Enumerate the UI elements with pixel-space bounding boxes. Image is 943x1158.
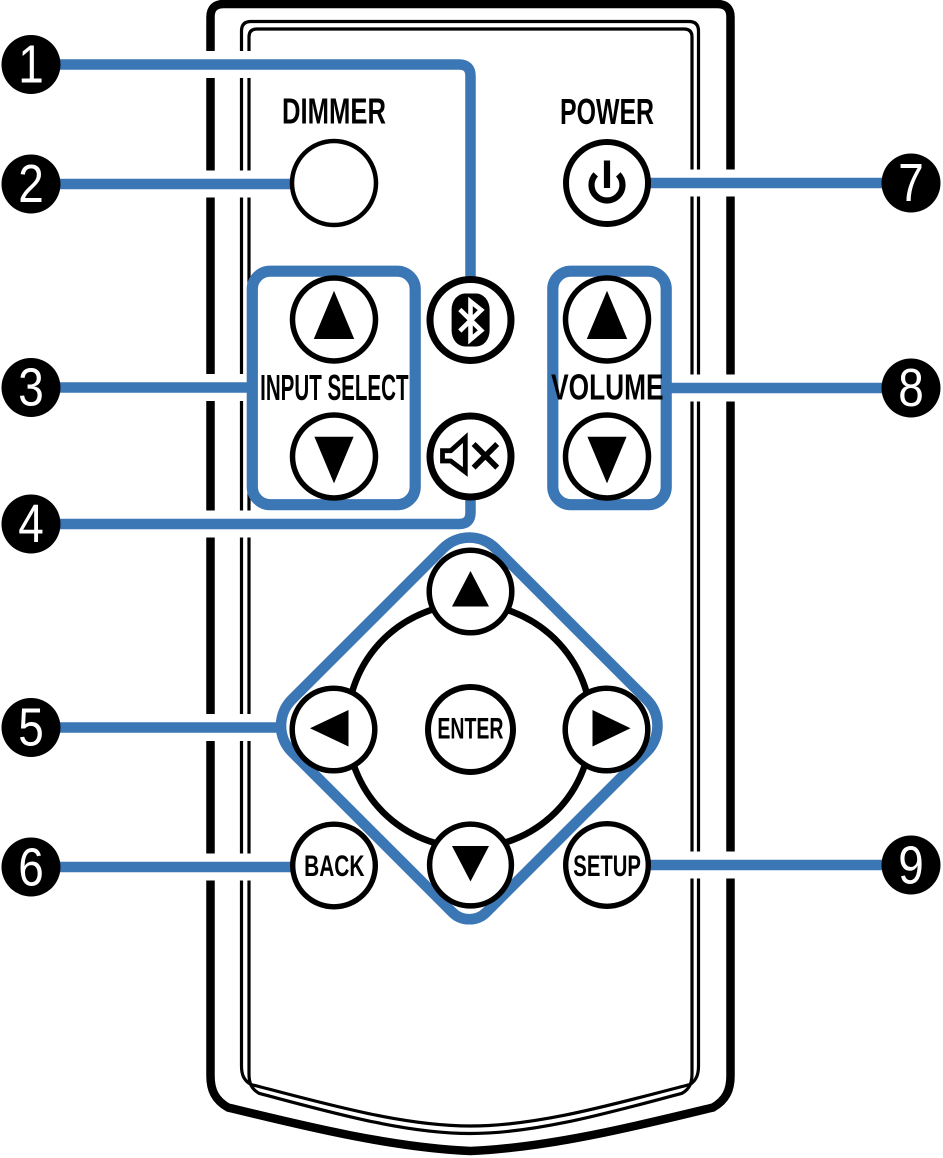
svg-text:4: 4 bbox=[18, 494, 44, 554]
svg-text:8: 8 bbox=[898, 358, 924, 418]
svg-text:BACK: BACK bbox=[304, 850, 365, 883]
svg-text:1: 1 bbox=[18, 34, 44, 94]
svg-text:2: 2 bbox=[18, 154, 44, 214]
svg-text:POWER: POWER bbox=[560, 91, 654, 132]
svg-text:INPUT SELECT: INPUT SELECT bbox=[260, 368, 408, 409]
svg-text:VOLUME: VOLUME bbox=[551, 366, 663, 407]
svg-text:7: 7 bbox=[898, 153, 924, 213]
svg-text:DIMMER: DIMMER bbox=[282, 91, 386, 131]
svg-text:6: 6 bbox=[18, 837, 44, 897]
svg-text:3: 3 bbox=[18, 357, 44, 417]
svg-text:9: 9 bbox=[898, 835, 924, 895]
svg-text:ENTER: ENTER bbox=[437, 712, 503, 745]
svg-text:5: 5 bbox=[18, 697, 44, 757]
svg-text:SETUP: SETUP bbox=[573, 850, 641, 883]
